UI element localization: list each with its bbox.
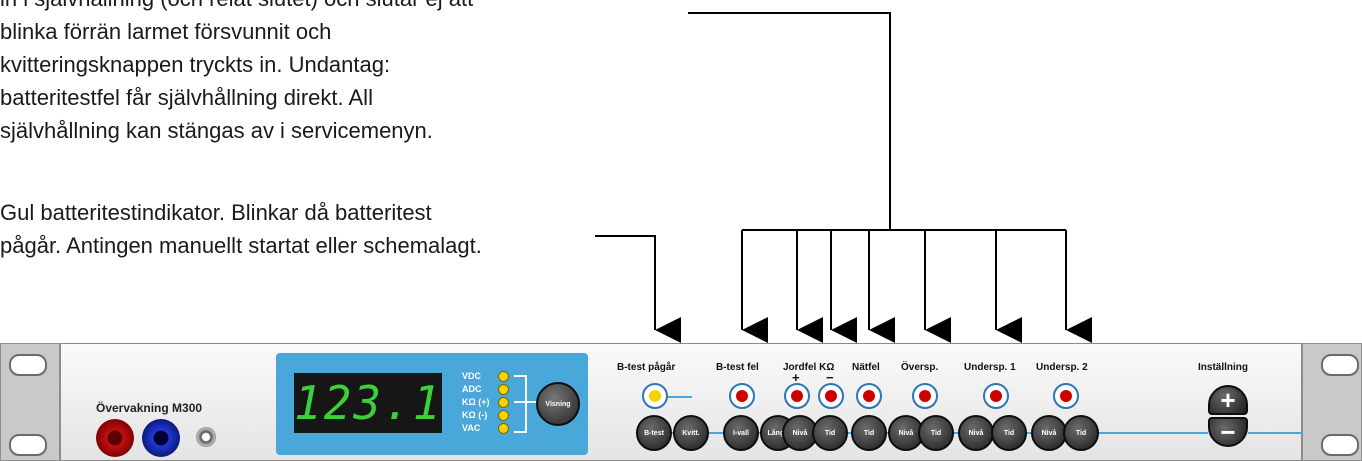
mounting-slot-icon xyxy=(1321,434,1359,456)
label-b-test-pagar: B-test pågår xyxy=(617,362,676,373)
latch-annotation-text: in i självhållning (och relät slutet) oc… xyxy=(0,0,473,143)
blue-connector-line xyxy=(668,396,692,398)
aux-jack-icon xyxy=(196,427,216,447)
visning-button[interactable]: Visning xyxy=(536,382,580,426)
display-panel: 123.1 VDC ADC KΩ (+) KΩ (-) VAC Visning xyxy=(276,353,588,455)
mounting-slot-icon xyxy=(1321,354,1359,376)
latch-connector-line xyxy=(688,12,891,230)
label-b-test-fel: B-test fel xyxy=(716,362,759,373)
undersp-1-tid-button[interactable]: Tid xyxy=(991,415,1027,451)
undersp-1-led xyxy=(983,383,1009,409)
blue-connector-line xyxy=(1248,432,1302,434)
label-natfel: Nätfel xyxy=(852,362,880,373)
jordfel-plus-led xyxy=(784,383,810,409)
label-kohm-minus: KΩ (-) xyxy=(462,410,488,420)
label-adc: ADC xyxy=(462,384,482,394)
b-test-fel-led xyxy=(729,383,755,409)
oversp-led xyxy=(912,383,938,409)
battery-connector-line xyxy=(595,235,681,343)
battery-test-annotation-text: Gul batteritestindikator. Blinkar då bat… xyxy=(0,200,482,258)
jordfel-tid-button[interactable]: Tid xyxy=(812,415,848,451)
red-terminal-icon xyxy=(96,419,134,457)
natfel-tid-button[interactable]: Tid xyxy=(851,415,887,451)
undersp-1-niva-button[interactable]: Nivå xyxy=(958,415,994,451)
kohm-minus-led-icon xyxy=(498,410,509,421)
lcd-display: 123.1 xyxy=(294,373,442,433)
undersp-2-led xyxy=(1053,383,1079,409)
m300-front-panel: Övervakning M300 123.1 VDC ADC KΩ (+) KΩ… xyxy=(0,343,1362,461)
kohm-plus-led-icon xyxy=(498,397,509,408)
label-vdc: VDC xyxy=(462,371,482,381)
label-undersp-1: Undersp. 1 xyxy=(964,362,1016,373)
vac-led-icon xyxy=(498,423,509,434)
plus-sign-label: + xyxy=(792,370,800,385)
minus-sign-label: − xyxy=(826,370,834,385)
left-rack-ear xyxy=(0,343,60,461)
label-oversp: Översp. xyxy=(901,362,939,373)
kvitt-button[interactable]: Kvitt. xyxy=(673,415,709,451)
mounting-slot-icon xyxy=(9,434,47,456)
jordfel-minus-led xyxy=(818,383,844,409)
undersp-2-niva-button[interactable]: Nivå xyxy=(1031,415,1067,451)
b-test-pagar-led xyxy=(642,383,668,409)
label-kohm-plus: KΩ (+) xyxy=(462,397,490,407)
b-test-button[interactable]: B-test xyxy=(636,415,672,451)
label-undersp-2: Undersp. 2 xyxy=(1036,362,1088,373)
vdc-led-icon xyxy=(498,371,509,382)
oversp-tid-button[interactable]: Tid xyxy=(918,415,954,451)
label-jordfel: Jordfel KΩ xyxy=(783,362,835,373)
natfel-led xyxy=(856,383,882,409)
i-vall-button[interactable]: I-vall xyxy=(723,415,759,451)
mounting-slot-icon xyxy=(9,354,47,376)
label-installning: Inställning xyxy=(1198,362,1248,373)
blue-terminal-icon xyxy=(142,419,180,457)
right-rack-ear xyxy=(1302,343,1362,461)
model-label: Övervakning M300 xyxy=(96,401,203,415)
undersp-2-tid-button[interactable]: Tid xyxy=(1063,415,1099,451)
adc-led-icon xyxy=(498,384,509,395)
setting-plus-button[interactable]: + xyxy=(1208,385,1248,415)
label-vac: VAC xyxy=(462,423,481,433)
